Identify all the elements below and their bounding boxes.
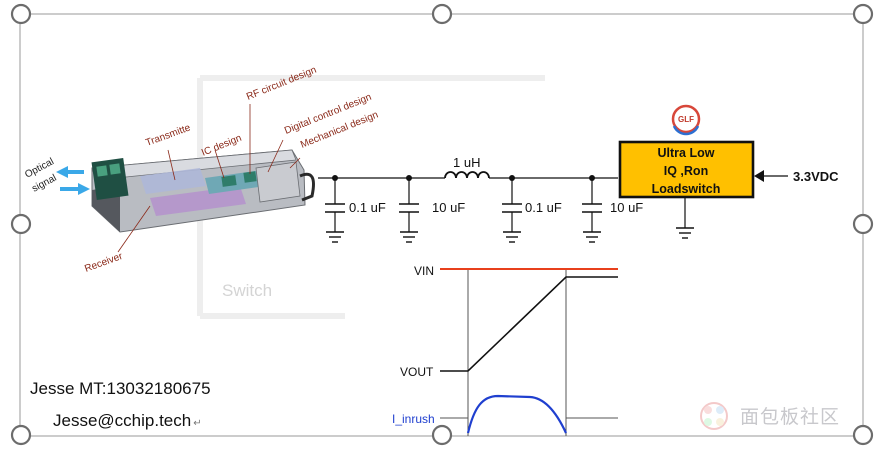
- vin-label: VIN: [414, 264, 434, 278]
- watermark-text: 面包板社区: [740, 402, 840, 429]
- c4-label: 10 uF: [610, 200, 643, 215]
- transmitter-label: Transmitte: [144, 122, 192, 149]
- paragraph-return-icon: ↵: [193, 418, 202, 429]
- inrush-current-curve: [466, 394, 567, 434]
- contact-phone-text: Jesse MT:13032180675: [30, 379, 211, 398]
- vout-trace: [440, 276, 618, 372]
- supply-arrow-icon: [754, 170, 764, 182]
- contact-email: Jesse@cchip.tech↵: [53, 411, 202, 431]
- junction-dots: [332, 175, 595, 181]
- optical-arrow-right-icon: [60, 183, 90, 195]
- vout-label: VOUT: [400, 365, 434, 379]
- circuit-wires: [318, 171, 788, 232]
- optical-module-illustration: [56, 104, 315, 253]
- watermark-logo-icon: [700, 402, 728, 430]
- contact-email-text: Jesse@cchip.tech: [53, 411, 192, 430]
- receiver-label: Receiver: [83, 251, 124, 275]
- contact-phone: Jesse MT:13032180675: [30, 379, 211, 399]
- capacitor-c4: [582, 203, 602, 213]
- c2-label: 10 uF: [432, 200, 465, 215]
- watermark-label: 面包板社区: [740, 406, 841, 428]
- loadswitch-line3: Loadswitch: [652, 182, 721, 196]
- capacitor-c2: [399, 203, 419, 213]
- ground-icon: [326, 227, 694, 243]
- rf-circuit-design-label: RF circuit design: [245, 65, 318, 103]
- selection-handle[interactable]: [10, 3, 874, 446]
- glf-logo-icon: GLF: [671, 104, 701, 136]
- c1-label: 0.1 uF: [349, 200, 386, 215]
- glf-logo-text: GLF: [678, 115, 694, 124]
- inductor-label: 1 uH: [453, 155, 480, 170]
- capacitor-c3: [502, 203, 522, 213]
- c3-label: 0.1 uF: [525, 200, 562, 215]
- inrush-label: I_inrush: [392, 412, 435, 426]
- capacitor-c1: [325, 203, 345, 213]
- loadswitch-line1: Ultra Low: [658, 146, 715, 160]
- faint-switch-label: Switch: [222, 281, 272, 300]
- loadswitch-box: [618, 140, 755, 199]
- timing-diagram: [440, 268, 618, 436]
- loadswitch-line2: IQ ,Ron: [664, 164, 708, 178]
- optical-arrow-left-icon: [56, 166, 84, 178]
- supply-voltage-label: 3.3VDC: [793, 169, 839, 184]
